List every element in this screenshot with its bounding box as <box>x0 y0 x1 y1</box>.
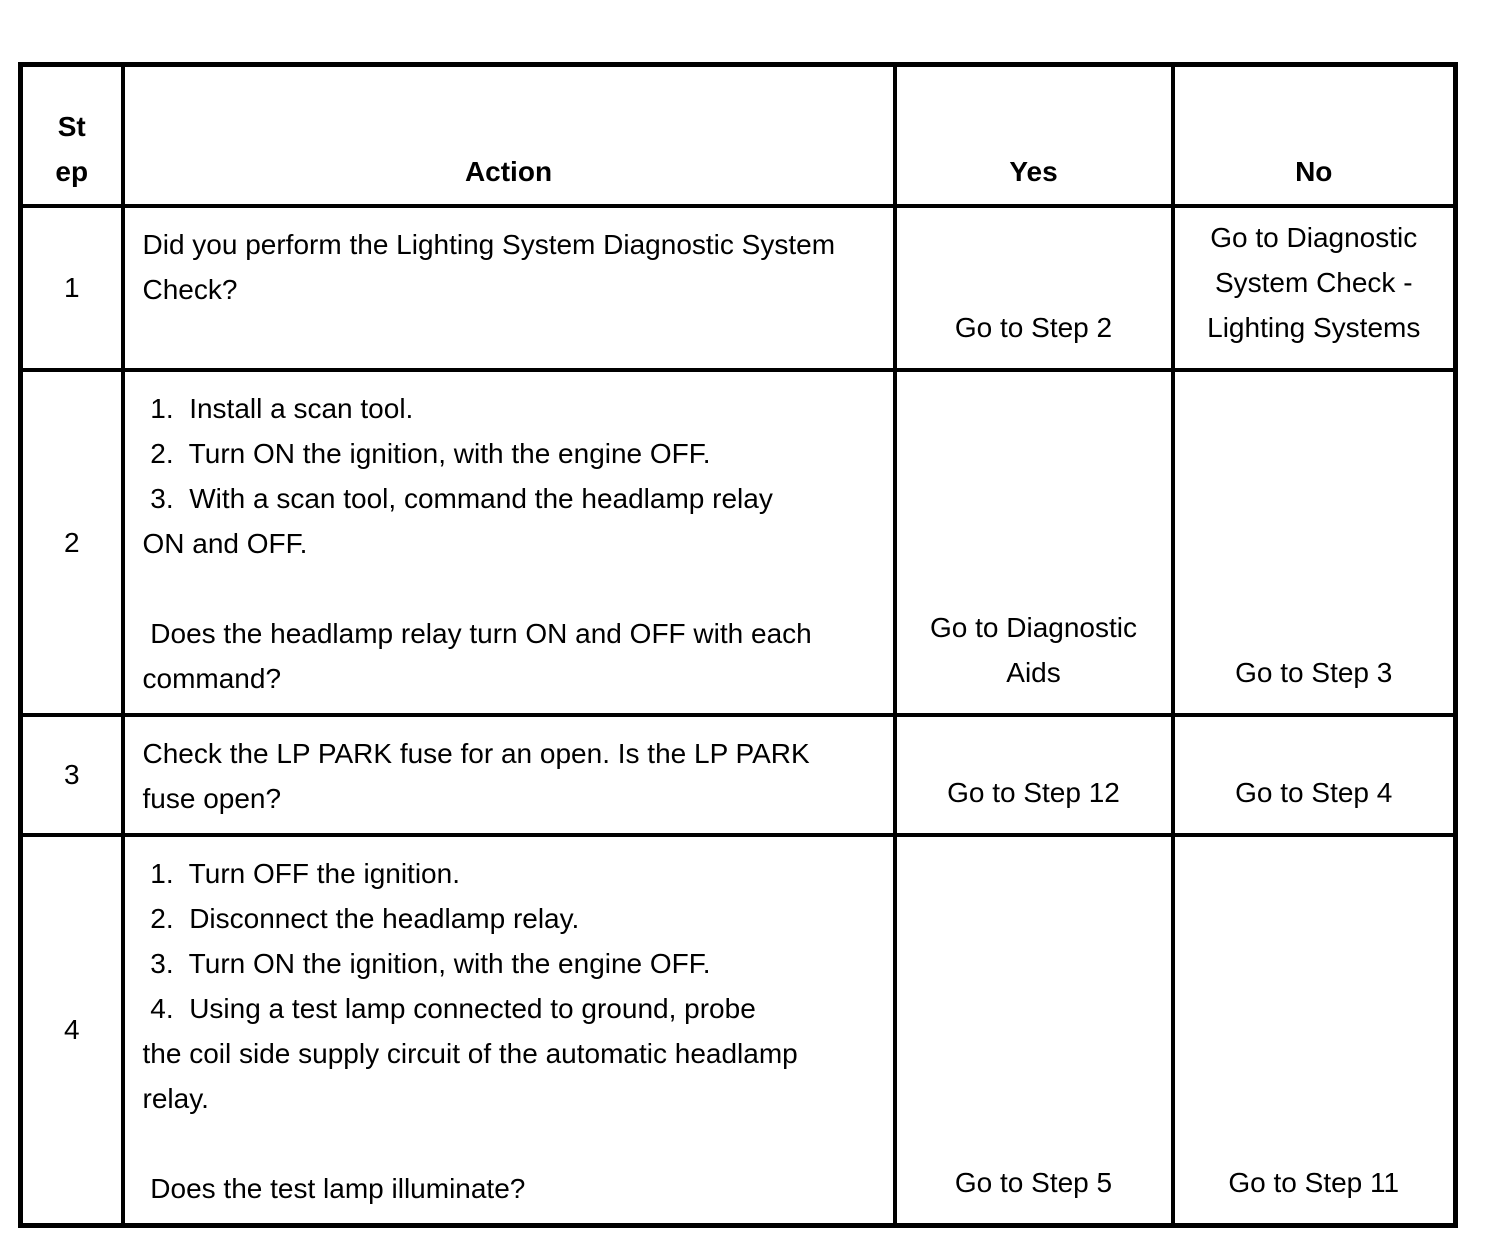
text-line: 4. Using a test lamp connected to ground… <box>142 992 756 1024</box>
text-line: Go to Step 4 <box>1235 776 1393 808</box>
text-line: 3. With a scan tool, command the headlam… <box>142 482 773 514</box>
text-line: 1. Turn OFF the ignition. <box>142 857 460 889</box>
yes-result-cell: Go to Step 12 <box>892 712 1175 837</box>
table-row-step-1: 1 Did you perform the Lighting System Di… <box>18 203 1458 372</box>
text-line: Lighting Systems <box>1207 311 1421 343</box>
text-line: 4 <box>63 1014 80 1045</box>
table-header-row: St ep Action Yes No <box>18 62 1458 208</box>
text-line: ON and OFF. <box>142 527 308 559</box>
text-line: command? <box>142 662 282 694</box>
table-row-step-4: 4 1. Turn OFF the ignition. 2. Disconnec… <box>18 832 1458 1227</box>
text-line: Check the LP PARK fuse for an open. Is t… <box>142 737 810 769</box>
table-row-step-2: 2 1. Install a scan tool. 2. Turn ON the… <box>18 367 1458 717</box>
text-line: Go to Step 2 <box>954 311 1113 343</box>
step-number-cell: 3 <box>18 712 125 837</box>
text-line: Go to Diagnostic <box>930 611 1137 643</box>
column-header-action: Action <box>120 62 897 208</box>
text-line: 2. Disconnect the headlamp relay. <box>142 902 580 934</box>
no-result-cell: Go to Step 4 <box>1170 712 1458 837</box>
action-cell: 1. Install a scan tool. 2. Turn ON the i… <box>120 367 897 717</box>
text-line: 1 <box>63 272 80 303</box>
yes-result-cell: Go to Step 2 <box>892 203 1175 372</box>
diagnostic-steps-table: St ep Action Yes No 1 Did you perform the… <box>18 62 1458 1228</box>
column-header-step: St ep <box>18 62 125 208</box>
text-line: Yes <box>1009 155 1058 187</box>
yes-result-cell: Go to Step 5 <box>892 832 1175 1227</box>
text-line: fuse open? <box>142 782 282 814</box>
text-line: No <box>1295 155 1333 187</box>
text-line: 1. Install a scan tool. <box>142 392 414 424</box>
text-line: Does the headlamp relay turn ON and OFF … <box>142 617 812 649</box>
text-line: System Check - <box>1214 266 1413 298</box>
text-line: the coil side supply circuit of the auto… <box>142 1037 798 1069</box>
text-line: ep <box>55 155 89 187</box>
text-line: Go to Step 12 <box>947 776 1120 808</box>
text-line: St <box>57 110 86 142</box>
no-result-cell: Go to Step 3 <box>1170 367 1458 717</box>
text-line: Go to Step 5 <box>954 1166 1113 1198</box>
text-line: Go to Step 3 <box>1235 656 1393 688</box>
text-line <box>143 566 873 611</box>
text-line: Does the test lamp illuminate? <box>142 1172 526 1204</box>
text-line: 3. Turn ON the ignition, with the engine… <box>142 947 711 979</box>
table-row-step-3: 3 Check the LP PARK fuse for an open. Is… <box>18 712 1458 837</box>
action-cell: Check the LP PARK fuse for an open. Is t… <box>120 712 897 837</box>
column-header-no: No <box>1170 62 1458 208</box>
text-line: Go to Step 11 <box>1228 1166 1400 1198</box>
no-result-cell: Go to Step 11 <box>1170 832 1458 1227</box>
text-line: Did you perform the Lighting System Diag… <box>142 228 836 260</box>
text-line <box>143 1121 873 1166</box>
step-number-cell: 2 <box>18 367 125 717</box>
text-line: 2. Turn ON the ignition, with the engine… <box>142 437 711 469</box>
step-number-cell: 4 <box>18 832 125 1227</box>
text-line: Aids <box>1006 656 1061 688</box>
action-cell: Did you perform the Lighting System Diag… <box>120 203 897 372</box>
column-header-yes: Yes <box>892 62 1175 208</box>
text-line: 3 <box>63 759 80 790</box>
text-line: 2 <box>63 526 80 558</box>
text-line: Go to Diagnostic <box>1210 221 1418 253</box>
action-cell: 1. Turn OFF the ignition. 2. Disconnect … <box>120 832 897 1227</box>
text-line: relay. <box>142 1082 209 1114</box>
text-line: Action <box>464 155 553 187</box>
step-number-cell: 1 <box>18 203 125 372</box>
text-line: Check? <box>142 273 238 305</box>
